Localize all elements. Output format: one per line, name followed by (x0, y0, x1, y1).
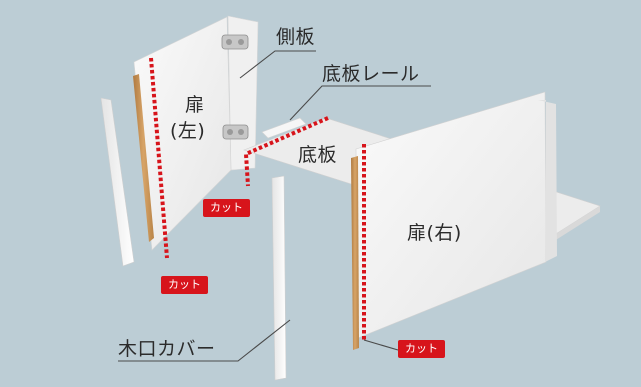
edge-cover-strip-front (271, 175, 287, 381)
door-right (355, 91, 547, 339)
label-door-left-line2: (左) (170, 120, 206, 142)
leader-lines (118, 50, 431, 362)
leader-bottom-rail (289, 85, 431, 121)
cut-tag-door-left: カット (161, 276, 208, 294)
label-door-left-line1: 扉 (185, 94, 205, 116)
label-bottom-rail: 底板レール (322, 63, 420, 85)
door-right-side (538, 100, 557, 262)
cut-line-door-left (149, 57, 169, 259)
cut-line-bottom-panel (243, 116, 329, 187)
edge-cover-strip-left (100, 97, 135, 267)
leader-cut-right (363, 339, 399, 351)
hinge-bottom (222, 124, 249, 140)
door-right-wood-edge (351, 156, 359, 350)
leader-side-panel (239, 50, 316, 79)
cut-tag-bottom-panel: カット (203, 199, 250, 217)
cut-lines (149, 57, 366, 340)
label-bottom-panel: 底板 (298, 144, 338, 166)
label-edge-cover: 木口カバー (118, 338, 216, 360)
hinge-top (221, 34, 249, 50)
bottom-rail (261, 117, 307, 139)
cut-tag-door-right: カット (398, 340, 445, 358)
label-door-right: 扉(右) (407, 222, 462, 244)
label-side-panel: 側板 (276, 26, 316, 48)
door-left-wood-edge (133, 74, 154, 242)
leader-edge-cover (118, 319, 291, 362)
